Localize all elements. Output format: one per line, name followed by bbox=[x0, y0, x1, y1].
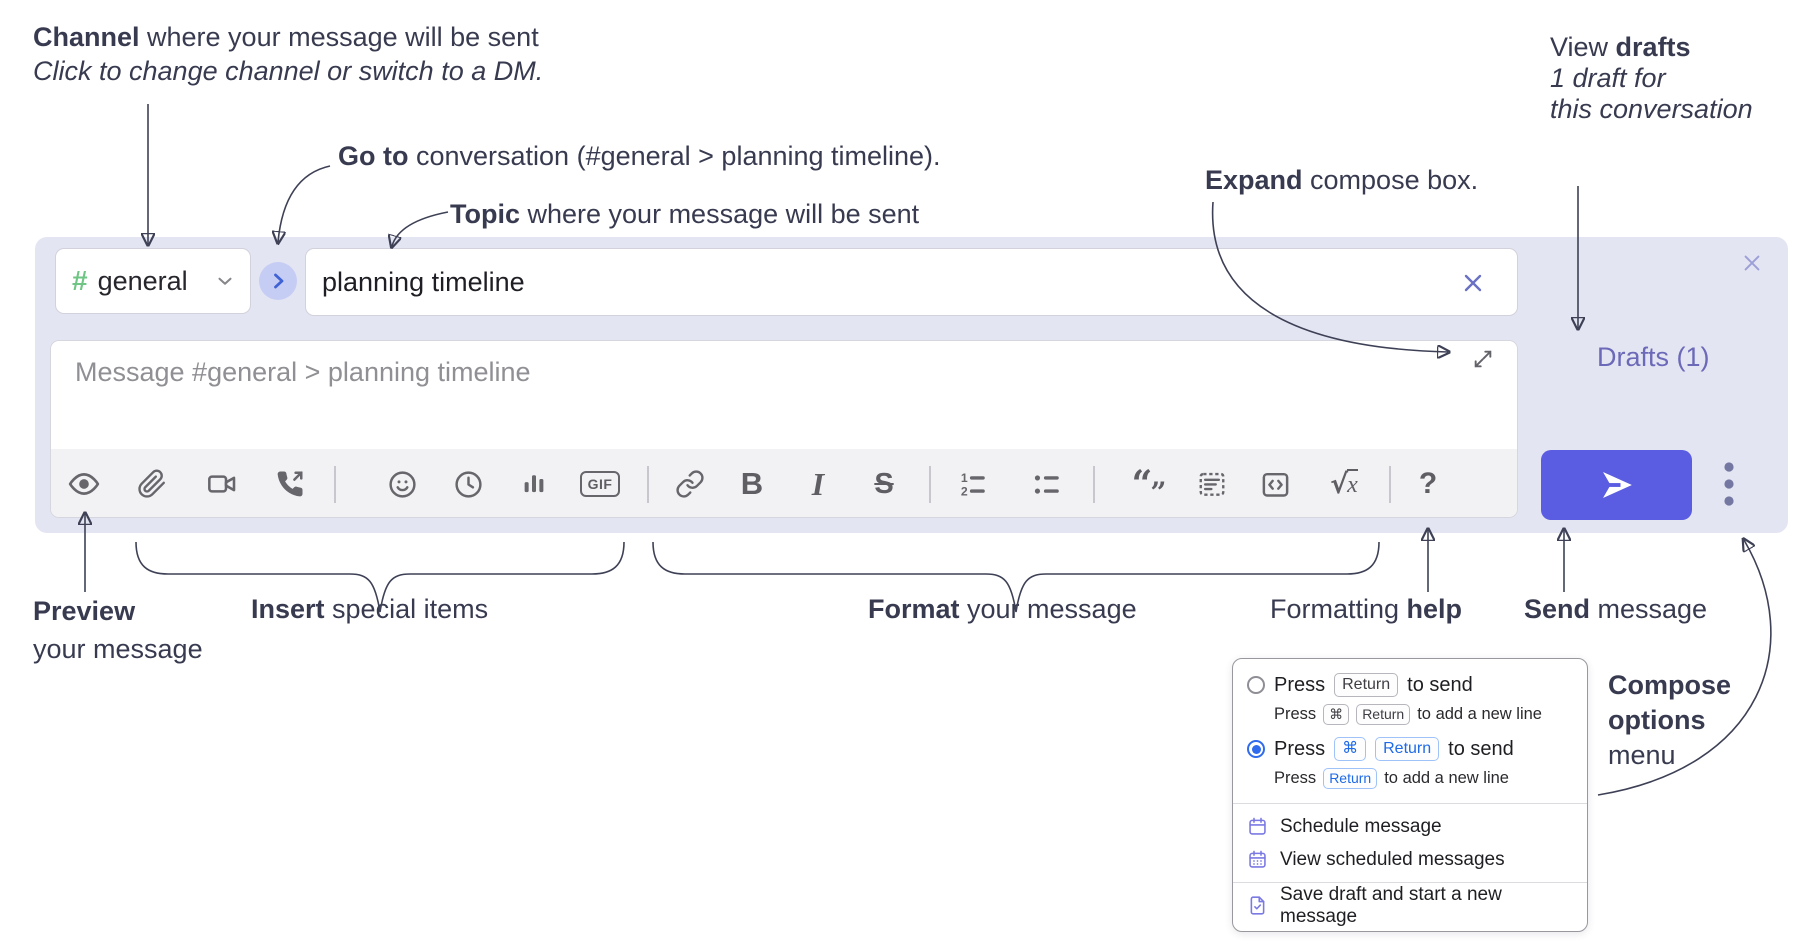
toolbar-strip bbox=[51, 449, 1517, 517]
code-icon bbox=[1262, 472, 1288, 497]
emoji-button[interactable] bbox=[378, 458, 426, 510]
phone-call-icon bbox=[277, 471, 303, 497]
return-key: Return bbox=[1356, 703, 1411, 725]
vertical-ellipsis-icon bbox=[1724, 462, 1734, 506]
schedule-message-item[interactable]: Schedule message bbox=[1233, 810, 1587, 843]
bar-chart-icon bbox=[524, 475, 544, 493]
schedule-button[interactable] bbox=[444, 458, 492, 510]
question-mark-icon: ? bbox=[1418, 467, 1438, 500]
formatting-help-label: Formatting help bbox=[1270, 594, 1463, 624]
radio-unselected-icon[interactable] bbox=[1247, 676, 1265, 694]
menu-divider bbox=[1233, 803, 1587, 804]
bold-icon: B bbox=[740, 466, 764, 501]
smiley-icon bbox=[388, 470, 416, 498]
return-key: Return bbox=[1375, 737, 1440, 761]
clear-topic-button[interactable] bbox=[1455, 270, 1491, 296]
video-call-button[interactable] bbox=[198, 458, 246, 510]
clock-icon bbox=[454, 470, 482, 498]
enter-sends-option[interactable]: Press Return to send bbox=[1233, 669, 1587, 701]
quote-icon: “ bbox=[1131, 463, 1153, 505]
calendar-icon bbox=[1249, 817, 1266, 835]
chevron-down-icon bbox=[218, 277, 232, 285]
audio-call-button[interactable] bbox=[266, 458, 314, 510]
toolbar-divider bbox=[1093, 466, 1095, 503]
italic-icon: I bbox=[811, 465, 825, 502]
close-compose-button[interactable] bbox=[1735, 248, 1769, 278]
svg-text:1: 1 bbox=[960, 471, 967, 485]
channel-hash-icon: # bbox=[72, 265, 88, 296]
link-icon bbox=[676, 470, 704, 498]
bulleted-list-button[interactable] bbox=[1022, 458, 1070, 510]
topic-annotation: Topic where your message will be sent bbox=[450, 199, 920, 229]
link-button[interactable] bbox=[666, 458, 714, 510]
ordered-list-icon: 1 2 bbox=[960, 471, 985, 498]
math-button[interactable]: √x bbox=[1316, 458, 1372, 510]
paper-plane-icon bbox=[1602, 472, 1632, 498]
format-label: Format your message bbox=[868, 594, 1137, 624]
goto-annotation: Go to conversation (#general > planning … bbox=[338, 141, 941, 171]
bullet-list-icon bbox=[1034, 474, 1059, 494]
preview-button[interactable] bbox=[60, 458, 108, 510]
toolbar-divider bbox=[1389, 466, 1391, 503]
strikethrough-button[interactable]: S bbox=[860, 458, 908, 510]
channel-name: general bbox=[97, 265, 188, 296]
toolbar-divider bbox=[647, 466, 649, 503]
message-input[interactable] bbox=[51, 341, 1517, 449]
drafts-annotation: View drafts 1 draft for this conversatio… bbox=[1550, 32, 1753, 124]
svg-text:2: 2 bbox=[960, 484, 967, 498]
compose-options-menu: Press Return to send Press ⌘ Return to a… bbox=[1232, 658, 1588, 932]
gif-icon: GIF bbox=[579, 471, 621, 497]
formatting-help-button[interactable]: ? bbox=[1404, 458, 1452, 510]
poll-button[interactable] bbox=[510, 458, 558, 510]
expand-compose-button[interactable] bbox=[1466, 342, 1500, 376]
attach-file-button[interactable] bbox=[128, 458, 176, 510]
send-button[interactable] bbox=[1541, 450, 1692, 520]
spoiler-icon bbox=[1199, 472, 1225, 496]
quote-button[interactable]: “” bbox=[1126, 458, 1174, 510]
file-check-icon bbox=[1250, 896, 1265, 915]
return-key: Return bbox=[1334, 673, 1399, 697]
numbered-list-button[interactable]: 1 2 bbox=[948, 458, 996, 510]
video-camera-icon bbox=[208, 475, 236, 493]
compose-options-menu-button[interactable] bbox=[1707, 456, 1751, 512]
close-icon bbox=[1464, 274, 1482, 292]
cmd-key: ⌘ bbox=[1334, 737, 1367, 761]
menu-divider bbox=[1233, 882, 1587, 883]
enter-sends-subtext: Press ⌘ Return to add a new line bbox=[1274, 703, 1542, 725]
eye-icon bbox=[68, 473, 100, 495]
send-label: Send message bbox=[1524, 594, 1708, 624]
insert-label: Insert special items bbox=[251, 594, 489, 624]
goto-arrow bbox=[278, 165, 331, 242]
cmd-key: ⌘ bbox=[1323, 703, 1350, 725]
gif-button[interactable]: GIF bbox=[572, 458, 628, 510]
calendar-dots-icon bbox=[1249, 850, 1266, 868]
toolbar-divider bbox=[929, 466, 931, 503]
code-button[interactable] bbox=[1251, 458, 1299, 510]
go-to-conversation-button[interactable] bbox=[259, 262, 297, 300]
expand-annotation: Expand compose box. bbox=[1205, 165, 1479, 195]
channel-annotation: Channel where your message will be sent … bbox=[33, 22, 544, 86]
preview-label: Preview your message bbox=[33, 596, 203, 664]
toolbar-divider bbox=[334, 466, 336, 503]
expand-diagonal-icon bbox=[1474, 350, 1492, 368]
spoiler-button[interactable] bbox=[1188, 458, 1236, 510]
close-icon bbox=[1744, 255, 1760, 271]
compose-options-label: Compose options menu bbox=[1608, 670, 1732, 770]
channel-selector-button[interactable]: # general bbox=[55, 248, 251, 314]
drafts-link[interactable]: Drafts (1) bbox=[1597, 342, 1710, 372]
chevron-right-icon bbox=[274, 273, 284, 289]
save-draft-item[interactable]: Save draft and start a new message bbox=[1233, 884, 1587, 927]
cmd-enter-sends-subtext: Press Return to add a new line bbox=[1274, 767, 1509, 789]
return-key: Return bbox=[1323, 767, 1378, 789]
topic-input[interactable] bbox=[305, 248, 1518, 316]
view-scheduled-messages-item[interactable]: View scheduled messages bbox=[1233, 843, 1587, 876]
italic-button[interactable]: I bbox=[794, 458, 842, 510]
latex-icon: √ bbox=[1330, 468, 1349, 500]
paperclip-icon bbox=[138, 469, 165, 498]
radio-selected-icon[interactable] bbox=[1247, 740, 1265, 758]
strikethrough-icon: S bbox=[874, 467, 894, 500]
cmd-enter-sends-option[interactable]: Press ⌘ Return to send bbox=[1233, 733, 1587, 765]
bold-button[interactable]: B bbox=[728, 458, 776, 510]
